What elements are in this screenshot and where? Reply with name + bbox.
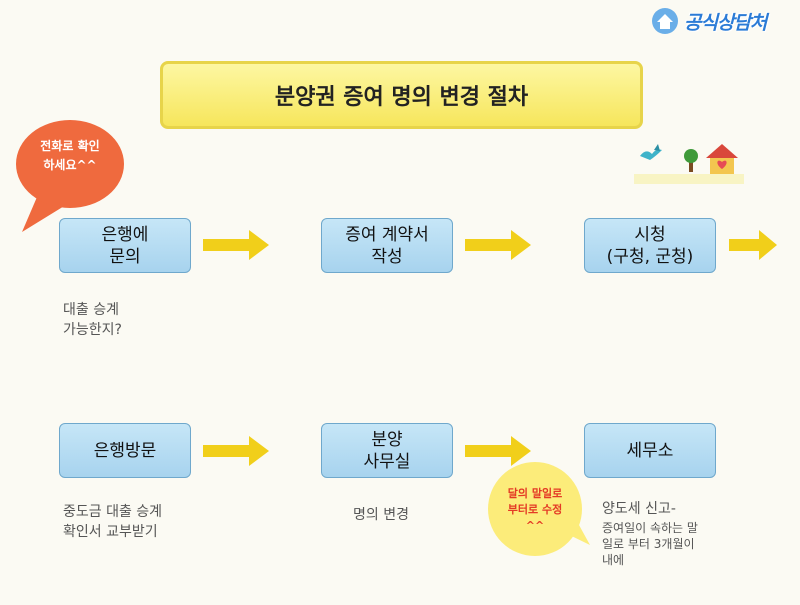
arrow-right-icon (465, 436, 531, 466)
step-tax-office: 세무소 (584, 423, 716, 478)
speech-bubble-call-text: 전화로 확인 하세요^^ (40, 139, 100, 172)
logo-badge (652, 8, 678, 34)
bird-icon (640, 144, 662, 160)
step-sales-office: 분양 사무실 (321, 423, 453, 478)
note-tax-deadline: 증여일이 속하는 말 일로 부터 3개월이 내에 (602, 521, 698, 567)
decoration-illustration (634, 144, 744, 184)
arrow-right-icon (203, 230, 269, 260)
note-loan-transfer: 대출 승계 가능한지? (63, 302, 122, 338)
arrow-right-icon (465, 230, 531, 260)
house-icon (652, 8, 678, 34)
note-name-change: 명의 변경 (353, 507, 409, 523)
step-bank-inquiry: 은행에 문의 (59, 218, 191, 273)
page-title: 분양권 증여 명의 변경 절차 (160, 61, 643, 129)
step-gift-contract: 증여 계약서 작성 (321, 218, 453, 273)
step-bank-visit: 은행방문 (59, 423, 191, 478)
speech-bubble-call (16, 120, 124, 208)
house-deco-icon (706, 144, 738, 174)
arrow-right-icon (203, 436, 269, 466)
speech-bubble-date-text: 달의 말일로 부터로 수정 ^^ (507, 487, 563, 532)
speech-bubble-date (488, 462, 582, 556)
arrow-right-icon (729, 230, 777, 260)
step-city-hall: 시청 (구청, 군청) (584, 218, 716, 273)
note-loan-certificate: 중도금 대출 승계 확인서 교부받기 (63, 504, 163, 540)
logo-text: 공식상담처 (684, 12, 767, 34)
tree-icon (684, 149, 698, 172)
note-transfer-tax: 양도세 신고- (602, 501, 676, 517)
